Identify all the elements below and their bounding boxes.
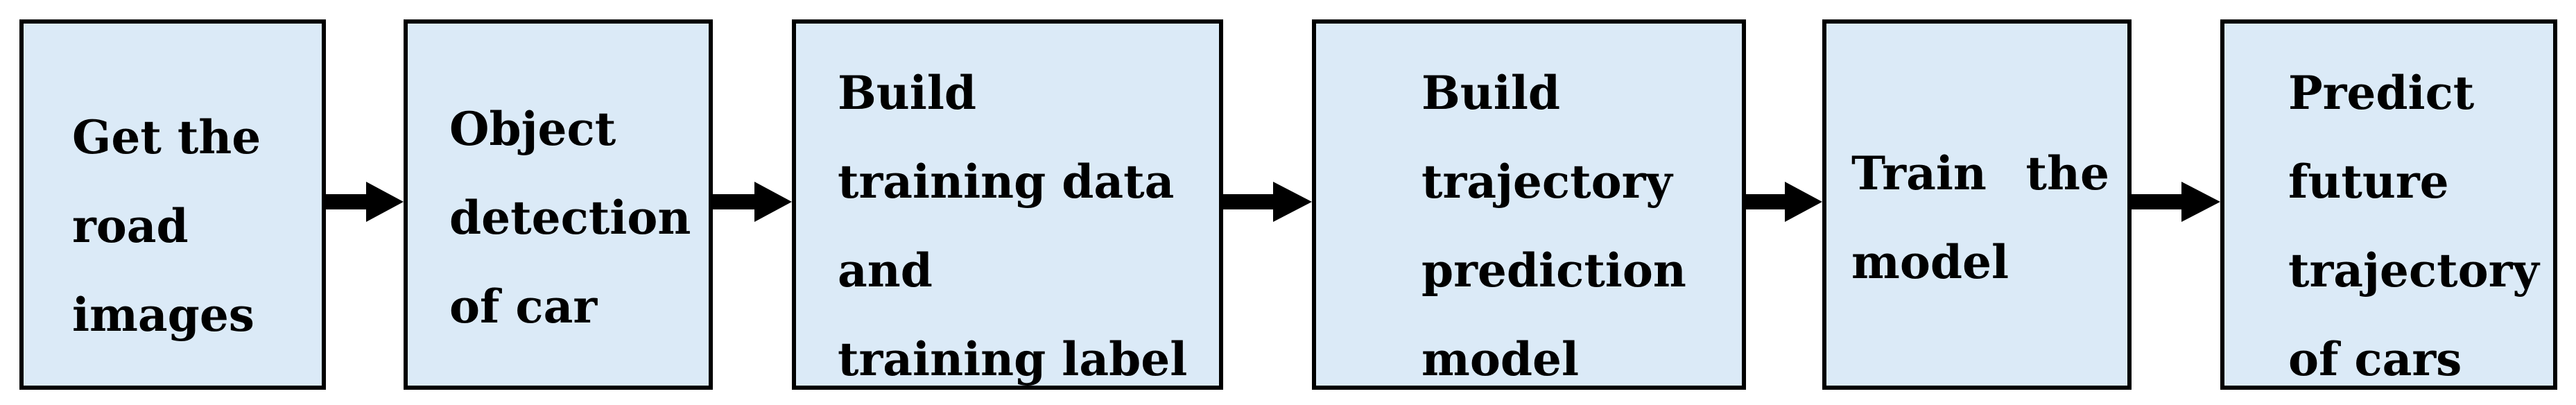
step-line: of car <box>449 279 598 334</box>
step-line: road <box>72 199 189 253</box>
step-line: model <box>1421 332 1580 386</box>
step-line: and <box>838 243 933 298</box>
step-predict-future-trajectory: Predict future trajectory of cars <box>2220 19 2557 390</box>
step-line: Build <box>1421 66 1561 120</box>
step-build-prediction-model: Build trajectory prediction model <box>1312 19 1746 390</box>
arrow-right-icon <box>2132 182 2220 222</box>
arrow-right-icon <box>326 182 404 222</box>
step-get-road-images: Get the road images <box>19 19 326 390</box>
step-word: the <box>2025 146 2109 200</box>
step-word: Train <box>1851 146 1987 200</box>
step-line: prediction <box>1421 243 1686 298</box>
step-line: training data <box>838 155 1175 209</box>
step-word: model <box>1851 235 2009 289</box>
step-object-detection: Object detection of car <box>404 19 713 390</box>
step-label: Get the road images <box>72 93 261 359</box>
step-build-training-data: Build training data and training label <box>792 19 1223 390</box>
step-label: Object detection of car <box>449 85 691 351</box>
step-label: Build training data and training label <box>838 49 1187 404</box>
step-train-model: Train the model <box>1822 19 2132 390</box>
step-line: trajectory <box>1421 155 1672 209</box>
arrow-right-icon <box>1746 182 1822 222</box>
step-line: of cars <box>2288 332 2462 386</box>
step-line: trajectory <box>2288 243 2539 298</box>
step-line: Predict <box>2288 66 2475 120</box>
step-label: Build trajectory prediction model <box>1421 49 1686 404</box>
step-line: Build <box>838 66 977 120</box>
arrow-right-icon <box>1223 182 1312 222</box>
step-label: Train the model <box>1851 129 2109 307</box>
arrow-right-icon <box>713 182 792 222</box>
step-line: detection <box>449 191 691 245</box>
step-line: Train the <box>1851 129 2109 218</box>
step-line: model <box>1851 218 2109 307</box>
step-line: images <box>72 288 254 342</box>
step-line: Get the <box>72 110 261 164</box>
step-line: training label <box>838 332 1188 386</box>
step-line: Object <box>449 102 616 156</box>
step-line: future <box>2288 155 2449 209</box>
step-label: Predict future trajectory of cars <box>2288 49 2539 404</box>
